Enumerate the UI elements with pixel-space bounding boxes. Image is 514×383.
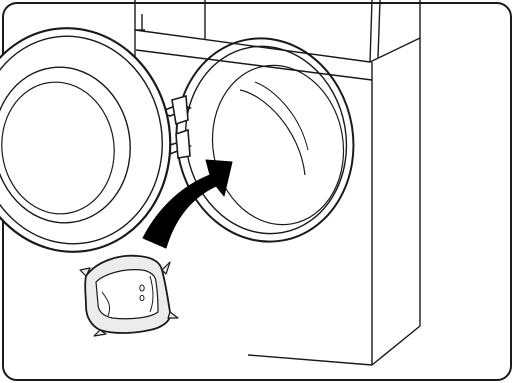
detergent-pod-icon [79,254,179,337]
curved-insert-arrow-icon [142,159,233,249]
open-door [0,27,172,253]
washer-body [134,0,421,366]
door-hinge [157,94,193,159]
washer-door-opening [175,37,355,243]
